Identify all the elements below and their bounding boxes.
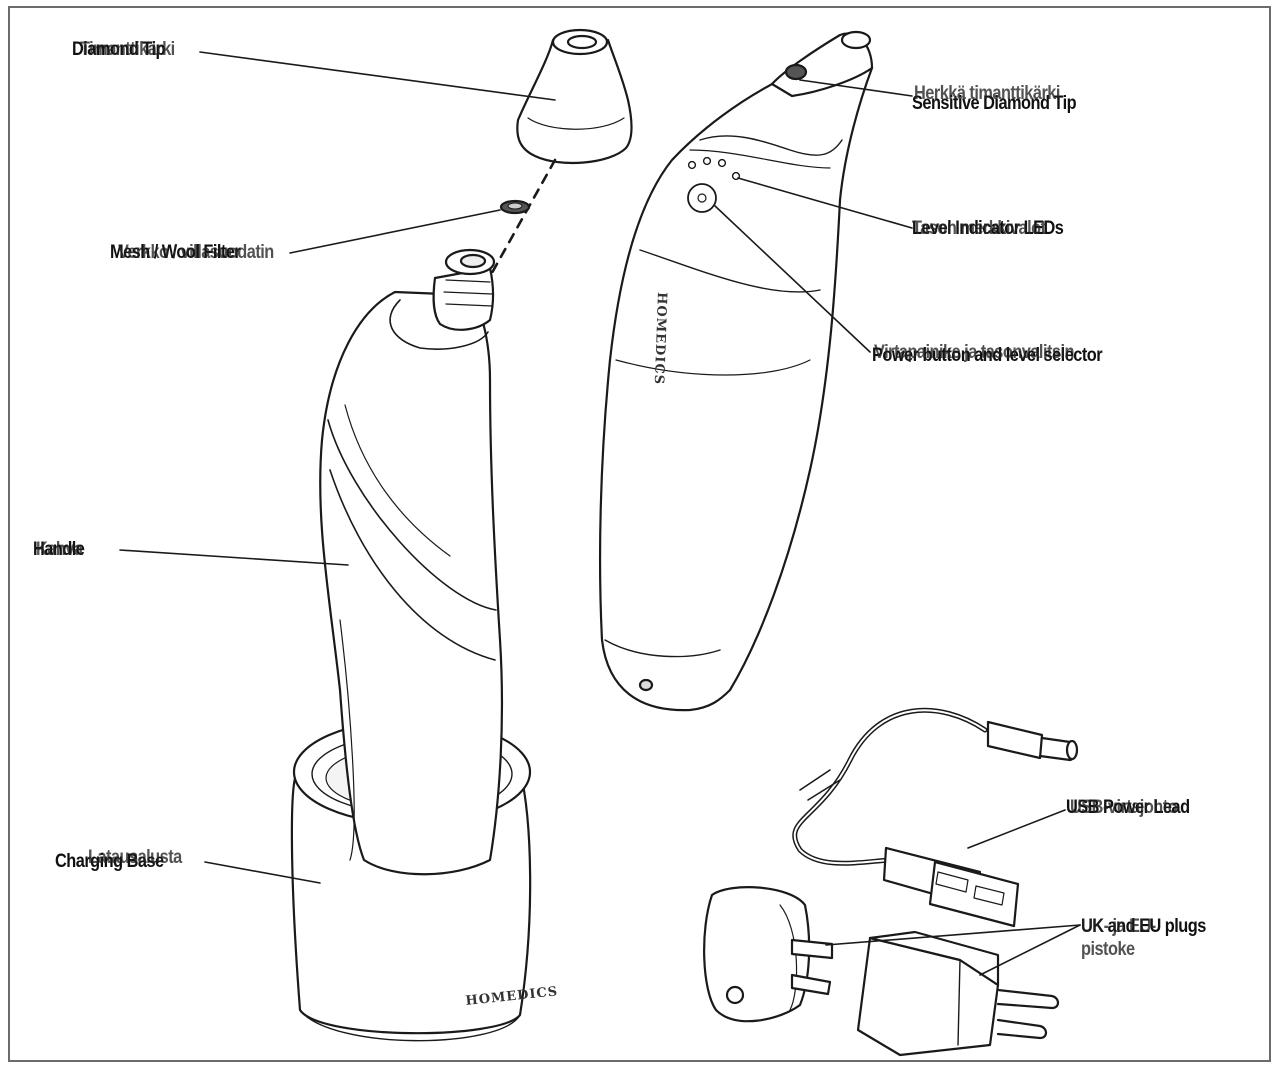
label-base: Charging Base — [55, 851, 164, 872]
diamond-tip-cap — [516, 28, 633, 165]
led-2 — [702, 156, 712, 166]
sensitive-tip — [770, 30, 874, 98]
handset-logo: HOMEDICS — [651, 292, 669, 385]
figure-frame — [8, 6, 1271, 1062]
power-icon — [697, 193, 707, 203]
led-1 — [687, 160, 697, 170]
explode-line — [486, 158, 557, 282]
label-plugs-fi-line2: pistoke — [1081, 939, 1135, 960]
label-leds: Level Indicator LEDs — [912, 218, 1064, 239]
label-leds-fi: Tason merkkivalot — [912, 218, 1046, 239]
label-usb: USB Power Lead — [1066, 797, 1190, 818]
label-plugs: UK and EU plugs — [1081, 916, 1206, 937]
uk-plug — [703, 886, 834, 1023]
label-diamond-tip-fi: Timanttikärki — [80, 39, 175, 60]
label-sensitive-tip-fi: Herkkä timanttikärki — [914, 83, 1060, 104]
mesh-filter-disc — [499, 199, 531, 215]
label-plugs-fi: UK- ja EU- pistoke — [1081, 917, 1156, 959]
led-3 — [717, 158, 727, 168]
label-power-fi: Virtapainike ja tasonvalitsin — [874, 342, 1074, 363]
handle-nozzle — [432, 248, 496, 331]
label-handle: Handle — [33, 539, 85, 560]
usb-power-lead — [792, 707, 1079, 928]
label-usb-fi: USB-virtajohto — [1070, 797, 1178, 818]
label-filter-fi: Verkko / villasuodatin — [118, 242, 274, 263]
label-power: Power button and level selector — [872, 345, 1103, 366]
label-sensitive-tip: Sensitive Diamond Tip — [912, 93, 1077, 114]
label-base-fi: Latausalusta — [88, 847, 182, 868]
label-handle-fi: Kahva — [36, 539, 83, 560]
label-filter: Mesh / Wool Filter — [110, 242, 241, 263]
label-diamond-tip: Diamond Tip — [72, 39, 165, 60]
sensitive-handset: HOMEDICS — [598, 56, 874, 712]
eu-plug — [856, 930, 1060, 1057]
label-plugs-fi-line1: UK- ja EU- — [1081, 916, 1156, 937]
handle-body — [319, 290, 504, 876]
leader-lines — [119, 51, 1081, 976]
